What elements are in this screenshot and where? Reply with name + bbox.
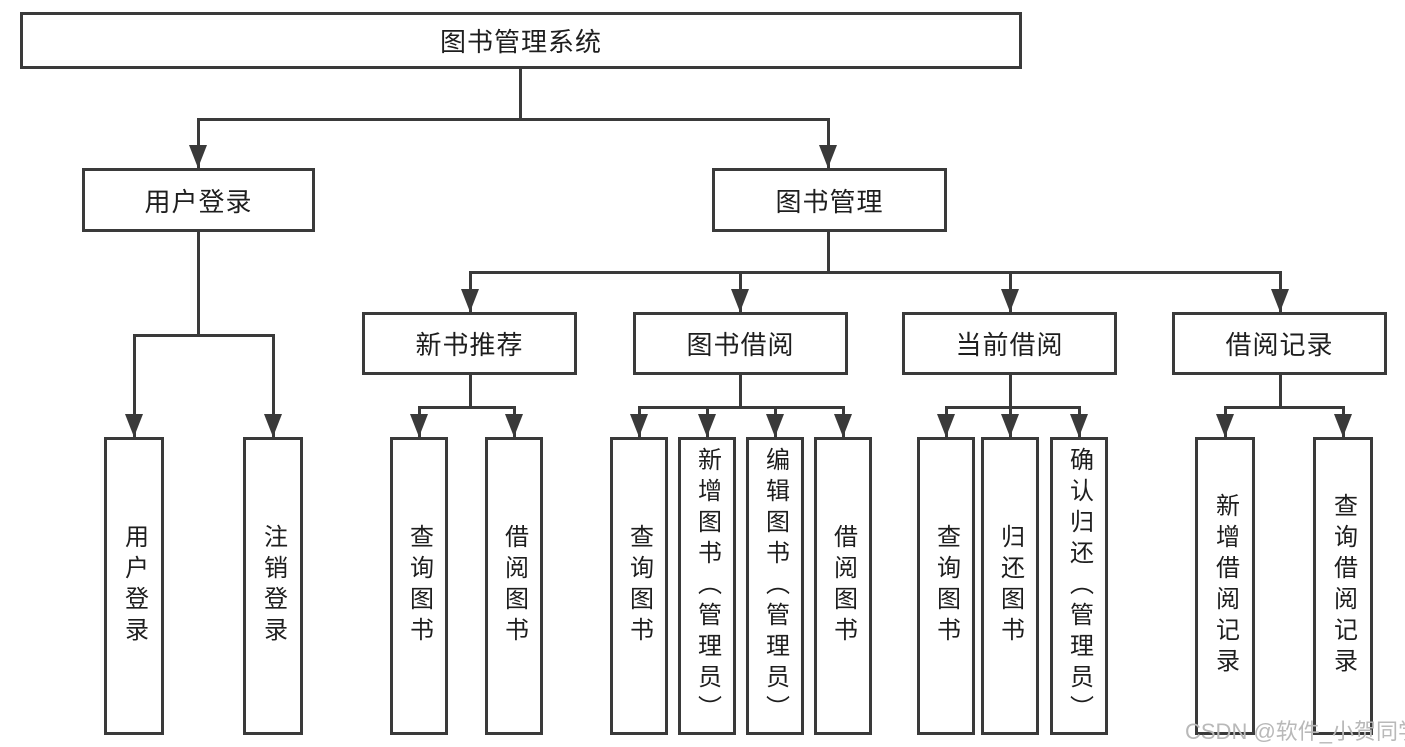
leaf-add-books-admin-label: 新增图书（管理员） [693, 446, 721, 726]
connector-line [133, 334, 136, 437]
arrow-down-icon [505, 414, 523, 437]
leaf-query-books-recommend: 查询图书 [390, 437, 448, 735]
leaf-borrow-books: 借阅图书 [814, 437, 872, 735]
leaf-borrow-books-label: 借阅图书 [829, 524, 857, 648]
arrow-down-icon [937, 414, 955, 437]
node-current-borrow-label: 当前借阅 [955, 330, 1064, 360]
leaf-user-login: 用户登录 [104, 437, 164, 735]
arrow-down-icon [410, 414, 428, 437]
leaf-borrow-books-recommend: 借阅图书 [485, 437, 543, 735]
arrow-down-icon [1070, 414, 1088, 437]
connector-line [469, 373, 472, 409]
node-book-management-label: 图书管理 [775, 186, 884, 217]
arrow-down-icon [698, 414, 716, 437]
arrow-down-icon [1334, 414, 1352, 437]
connector-line [519, 66, 522, 121]
node-root: 图书管理系统 [20, 12, 1022, 69]
leaf-add-borrow-record: 新增借阅记录 [1195, 437, 1255, 735]
connector-line [197, 118, 200, 168]
leaf-add-books-admin: 新增图书（管理员） [678, 437, 736, 735]
connector-line [1279, 373, 1282, 409]
connector-line [197, 230, 200, 336]
connector-line [739, 373, 742, 409]
arrow-down-icon [1271, 289, 1289, 312]
connector-line [945, 406, 1081, 409]
node-root-label: 图书管理系统 [439, 27, 602, 57]
arrow-down-icon [1001, 289, 1019, 312]
leaf-query-borrow-record: 查询借阅记录 [1313, 437, 1373, 735]
connector-line [1009, 373, 1012, 409]
connector-line [638, 406, 845, 409]
arrow-down-icon [1001, 414, 1019, 437]
arrow-down-icon [461, 289, 479, 312]
arrow-down-icon [819, 145, 837, 168]
node-current-borrow: 当前借阅 [902, 312, 1117, 375]
node-user-login-label: 用户登录 [144, 186, 253, 217]
connector-line [827, 118, 830, 168]
connector-line [133, 334, 275, 337]
csdn-watermark: CSDN @软件_小贺同学 [1185, 719, 1405, 744]
leaf-query-books-recommend-label: 查询图书 [405, 524, 433, 648]
leaf-return-books: 归还图书 [981, 437, 1039, 735]
leaf-user-login-label: 用户登录 [120, 524, 148, 648]
arrow-down-icon [264, 414, 282, 437]
node-book-management: 图书管理 [712, 168, 947, 232]
node-user-login: 用户登录 [82, 168, 315, 232]
connector-line [827, 230, 830, 274]
leaf-query-borrow-record-label: 查询借阅记录 [1329, 493, 1357, 679]
leaf-edit-books-admin-label: 编辑图书（管理员） [761, 446, 789, 726]
leaf-confirm-return-admin-label: 确认归还（管理员） [1065, 446, 1093, 726]
connector-line [197, 118, 829, 121]
leaf-borrow-books-recommend-label: 借阅图书 [500, 524, 528, 648]
node-borrow-records-label: 借阅记录 [1225, 330, 1334, 360]
arrow-down-icon [189, 145, 207, 168]
leaf-logout: 注销登录 [243, 437, 303, 735]
node-new-book-recommend-label: 新书推荐 [415, 330, 524, 360]
arrow-down-icon [630, 414, 648, 437]
arrow-down-icon [834, 414, 852, 437]
connector-line [469, 271, 1282, 274]
node-book-borrow-label: 图书借阅 [686, 330, 795, 360]
arrow-down-icon [766, 414, 784, 437]
connector-line [1224, 406, 1345, 409]
arrow-down-icon [731, 289, 749, 312]
leaf-edit-books-admin: 编辑图书（管理员） [746, 437, 804, 735]
arrow-down-icon [1216, 414, 1234, 437]
leaf-confirm-return-admin: 确认归还（管理员） [1050, 437, 1108, 735]
arrow-down-icon [125, 414, 143, 437]
node-borrow-records: 借阅记录 [1172, 312, 1387, 375]
leaf-query-books-borrow: 查询图书 [610, 437, 668, 735]
leaf-query-books-current: 查询图书 [917, 437, 975, 735]
leaf-query-books-current-label: 查询图书 [932, 524, 960, 648]
node-book-borrow: 图书借阅 [633, 312, 848, 375]
leaf-return-books-label: 归还图书 [996, 524, 1024, 648]
connector-line [272, 334, 275, 437]
leaf-query-books-borrow-label: 查询图书 [625, 524, 653, 648]
node-new-book-recommend: 新书推荐 [362, 312, 577, 375]
leaf-logout-label: 注销登录 [259, 524, 287, 648]
connector-line [418, 406, 516, 409]
leaf-add-borrow-record-label: 新增借阅记录 [1211, 493, 1239, 679]
